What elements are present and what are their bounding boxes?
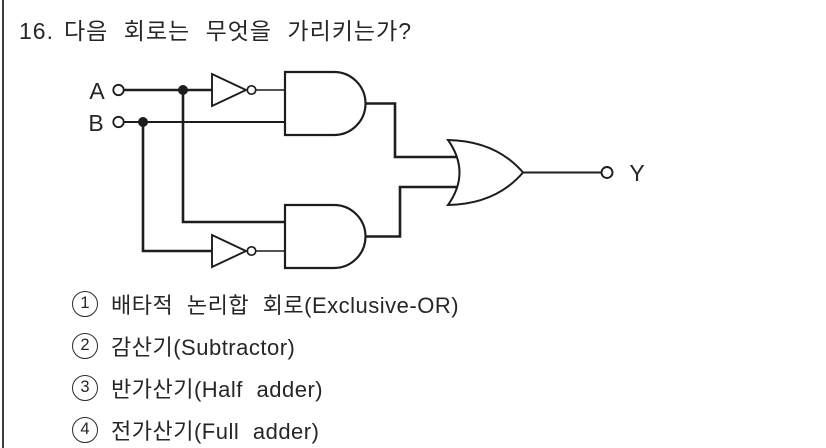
option-2-label: 감산기(Subtractor) xyxy=(111,334,296,360)
not-gate-bottom xyxy=(211,233,249,269)
and-gate-top xyxy=(283,70,367,137)
output-y-terminal xyxy=(600,166,614,179)
option-3-label: 반가산기(Half adder) xyxy=(111,376,324,402)
junction-dot-a xyxy=(178,85,188,95)
and-gate-bottom xyxy=(283,203,367,270)
question-text: 16. 다음 회로는 무엇을 가리키는가? xyxy=(19,12,412,46)
input-a-terminal xyxy=(112,83,125,97)
question-body: 다음 회로는 무엇을 가리키는가? xyxy=(63,18,413,44)
option-1: 1 배타적 논리합 회로(Exclusive-OR) xyxy=(72,290,460,318)
not-gate-top-bubble xyxy=(246,84,257,96)
wire-a-branch-to-and-bottom xyxy=(181,88,287,224)
option-4: 4 전가산기(Full adder) xyxy=(72,416,459,444)
or-gate xyxy=(446,138,525,207)
option-1-number: 1 xyxy=(72,290,98,317)
junction-dot-b xyxy=(138,117,148,127)
wire-and-top-to-or xyxy=(364,102,464,159)
question-number: 16. xyxy=(19,18,54,44)
output-y-label: Y xyxy=(629,160,644,186)
answer-options: 1 배타적 논리합 회로(Exclusive-OR) 2 감산기(Subtrac… xyxy=(72,290,460,444)
option-2: 2 감산기(Subtractor) xyxy=(72,332,459,360)
input-b-terminal xyxy=(112,115,125,129)
option-3: 3 반가산기(Half adder) xyxy=(72,374,459,402)
wire-and-bottom-to-or xyxy=(364,185,464,238)
wire-b-branch-to-not xyxy=(141,120,214,253)
option-4-number: 4 xyxy=(72,416,98,443)
option-3-number: 3 xyxy=(72,374,98,401)
not-gate-top xyxy=(211,72,249,108)
option-1-label: 배타적 논리합 회로(Exclusive-OR) xyxy=(111,292,460,318)
option-2-number: 2 xyxy=(72,332,98,359)
input-a-label: A xyxy=(89,78,105,104)
page-border-left xyxy=(2,0,4,448)
option-4-label: 전가산기(Full adder) xyxy=(111,418,320,444)
not-gate-bottom-bubble xyxy=(246,245,257,257)
input-b-label: B xyxy=(88,110,103,136)
